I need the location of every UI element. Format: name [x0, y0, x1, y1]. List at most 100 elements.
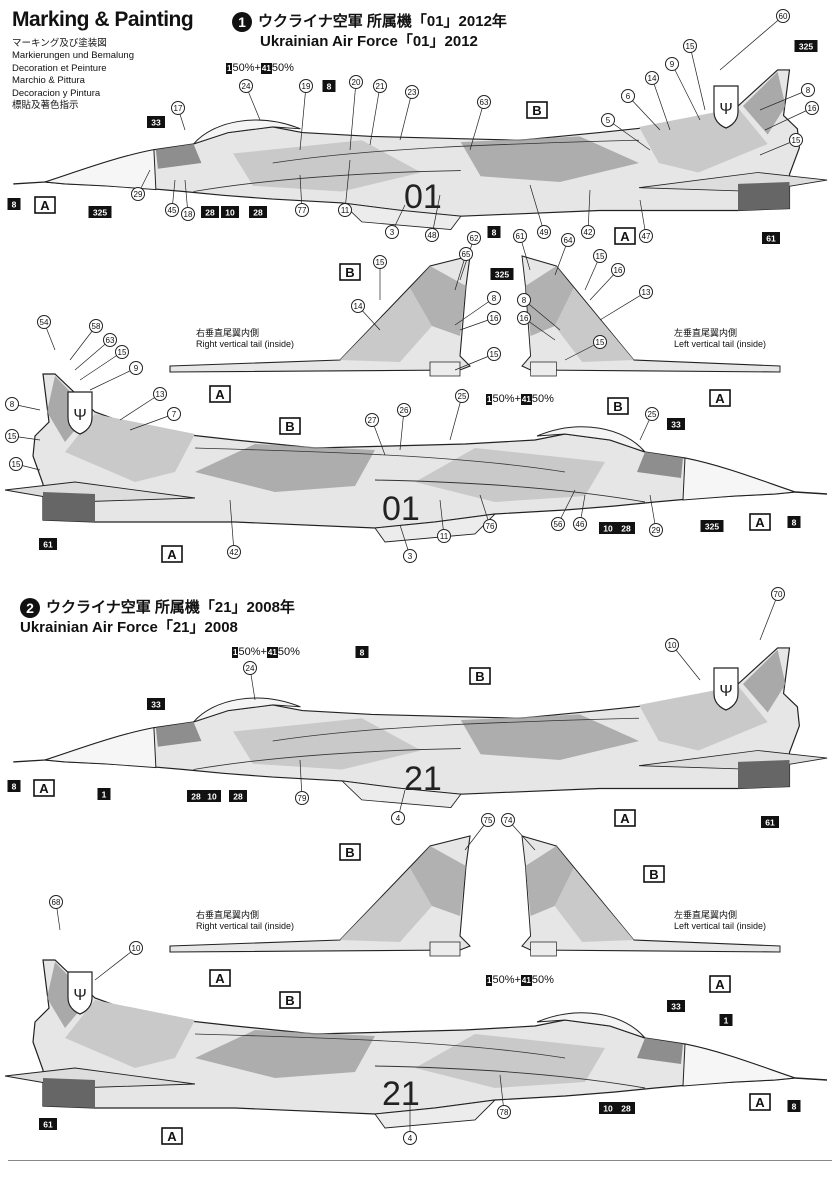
- trident-emblem: Ψ: [67, 971, 93, 1015]
- svg-text:A: A: [755, 515, 765, 530]
- decal-callout-circle: 3: [385, 204, 406, 239]
- decal-callout-circle: 9: [665, 57, 701, 121]
- svg-text:4: 4: [396, 814, 401, 823]
- decal-callout-circle: 15: [5, 429, 41, 443]
- svg-text:16: 16: [808, 104, 817, 113]
- decal-callout-box: 325: [700, 520, 724, 532]
- svg-text:8: 8: [360, 648, 365, 658]
- svg-text:8: 8: [522, 296, 527, 305]
- decal-callout-circle: 14: [645, 71, 671, 131]
- decal-callout-box: 1: [719, 1014, 733, 1026]
- decal-callout-box: 8: [787, 516, 801, 528]
- svg-text:1: 1: [724, 1016, 729, 1026]
- translation-line: 標貼及著色指示: [12, 100, 79, 112]
- svg-text:63: 63: [106, 336, 115, 345]
- decal-callout-circle: 27: [365, 413, 386, 456]
- svg-text:25: 25: [648, 410, 657, 419]
- svg-text:75: 75: [484, 816, 493, 825]
- serial-number: 01: [404, 178, 442, 216]
- svg-text:19: 19: [302, 82, 311, 91]
- svg-text:28: 28: [621, 524, 631, 534]
- decal-callout-circle: 23: [399, 85, 419, 141]
- decal-callout-circle: 16: [589, 263, 625, 301]
- svg-text:33: 33: [671, 420, 681, 430]
- svg-text:13: 13: [642, 288, 651, 297]
- decal-callout-circle: 49: [529, 184, 551, 239]
- svg-text:B: B: [475, 669, 484, 684]
- svg-text:11: 11: [440, 532, 449, 541]
- svg-text:A: A: [620, 811, 630, 826]
- translation-line: Decoracion y Pintura: [12, 87, 101, 99]
- color-mix-note: 150%+4150%: [226, 62, 294, 74]
- svg-text:42: 42: [230, 548, 239, 557]
- trident-emblem: Ψ: [713, 667, 739, 711]
- decal-callout-circle: 13: [119, 387, 167, 421]
- s2-left-tail-inside: [521, 835, 781, 957]
- svg-text:58: 58: [92, 322, 101, 331]
- svg-text:28: 28: [205, 208, 215, 218]
- svg-text:A: A: [755, 1095, 765, 1110]
- decal-callout-circle: 63: [74, 333, 117, 371]
- decal-callout-box: 10: [221, 206, 239, 218]
- decal-callout-circle: 21: [369, 79, 387, 146]
- trident-emblem: Ψ: [713, 85, 739, 129]
- decal-callout-circle: 15: [584, 249, 607, 291]
- svg-text:11: 11: [341, 206, 350, 215]
- decal-callout-circle: 65: [454, 247, 473, 291]
- svg-text:8: 8: [806, 86, 811, 95]
- section-number: 1: [232, 12, 252, 33]
- decal-callout-circle: 54: [37, 315, 56, 351]
- svg-text:15: 15: [686, 42, 695, 51]
- svg-text:A: A: [215, 387, 225, 402]
- decal-callout-circle: 16: [764, 101, 819, 131]
- decal-callout-circle: 15: [9, 457, 41, 471]
- decal-callout-box: 8: [7, 780, 21, 792]
- decal-callout-circle: 4: [391, 789, 406, 825]
- svg-text:14: 14: [648, 74, 657, 83]
- svg-text:A: A: [167, 1129, 177, 1144]
- decal-callout-box: 8: [787, 1100, 801, 1112]
- svg-text:A: A: [39, 781, 49, 796]
- decal-callout-circle: 8: [454, 291, 501, 326]
- decal-callout-box: 10: [599, 522, 617, 534]
- decal-callout-box: 61: [762, 232, 780, 244]
- section-title-en: Ukrainian Air Force「01」2012: [260, 33, 478, 51]
- decal-callout-box: 28: [617, 522, 635, 534]
- svg-text:9: 9: [134, 364, 139, 373]
- s2-right-tail-inside: [169, 835, 471, 957]
- svg-text:A: A: [40, 198, 50, 213]
- decal-callout-circle: 25: [449, 389, 469, 441]
- svg-text:8: 8: [492, 228, 497, 238]
- color-letter-box: A: [749, 513, 771, 531]
- svg-text:10: 10: [225, 208, 235, 218]
- svg-text:26: 26: [400, 406, 409, 415]
- svg-text:Ψ: Ψ: [73, 407, 86, 424]
- decal-callout-box: 325: [794, 40, 818, 52]
- decal-callout-box: 33: [147, 116, 165, 128]
- decal-callout-box: 33: [667, 418, 685, 430]
- color-letter-box: B: [279, 417, 301, 435]
- color-letter-box: A: [614, 809, 636, 827]
- svg-text:28: 28: [621, 1104, 631, 1114]
- svg-text:3: 3: [408, 552, 413, 561]
- svg-text:8: 8: [792, 518, 797, 528]
- decal-callout-circle: 16: [459, 311, 501, 331]
- decal-callout-circle: 8: [5, 397, 41, 411]
- svg-text:10: 10: [668, 641, 677, 650]
- decal-callout-box: 61: [761, 816, 779, 828]
- decal-callout-box: 8: [487, 226, 501, 238]
- svg-text:15: 15: [376, 258, 385, 267]
- svg-text:46: 46: [576, 520, 585, 529]
- decal-callout-circle: 19: [299, 79, 313, 151]
- svg-text:10: 10: [603, 1104, 613, 1114]
- svg-text:25: 25: [458, 392, 467, 401]
- decal-callout-circle: 13: [599, 285, 653, 321]
- decal-callout-circle: 15: [683, 39, 706, 111]
- svg-text:15: 15: [8, 432, 17, 441]
- decal-callout-circle: 61: [513, 229, 531, 271]
- color-letter-box: A: [614, 227, 636, 245]
- svg-text:33: 33: [151, 118, 161, 128]
- color-letter-box: A: [33, 779, 55, 797]
